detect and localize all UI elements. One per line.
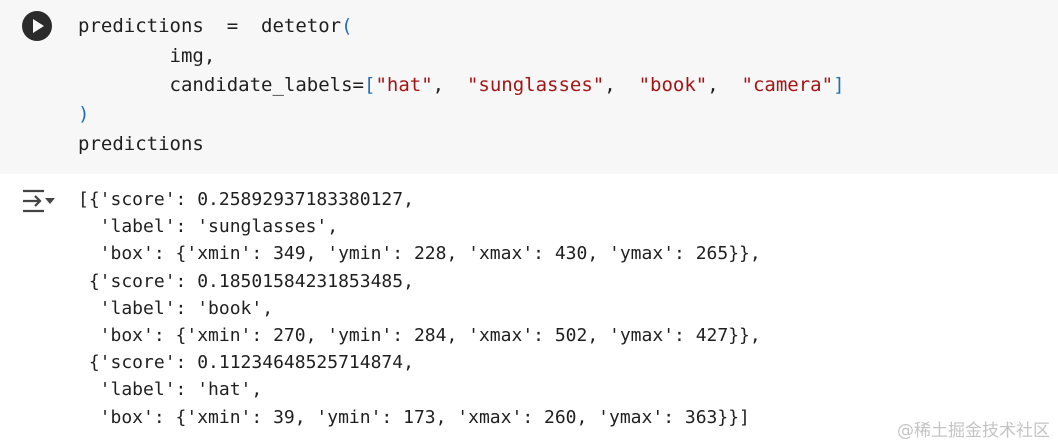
code-line-3: candidate_labels=["hat", "sunglasses", "… [78, 72, 845, 98]
code-text: , [432, 74, 467, 96]
output-toggle-button[interactable] [20, 186, 58, 216]
code-string: "camera" [741, 74, 834, 96]
code-bracket: [ [363, 74, 376, 96]
output-toggle-icon [23, 189, 55, 213]
output-line: 'box': {'xmin': 39, 'ymin': 173, 'xmax':… [78, 406, 750, 428]
code-line-2: img, [78, 45, 216, 67]
code-text: , [707, 74, 742, 96]
code-line-1: predictions = detetor( [78, 13, 353, 39]
output-line: 'label': 'hat', [78, 379, 263, 401]
code-line-4: ) [78, 103, 90, 125]
output-line: 'box': {'xmin': 270, 'ymin': 284, 'xmax'… [78, 325, 761, 346]
play-icon [33, 19, 44, 33]
code-string: "sunglasses" [466, 74, 605, 96]
code-editor[interactable]: predictions = detetor( img, candidate_la… [0, 0, 1058, 174]
cell-output [0, 174, 1058, 443]
output-line: {'score': 0.11234648525714874, [78, 352, 414, 374]
code-text: , [604, 74, 639, 96]
code-bracket: ] [833, 74, 845, 96]
code-line-5: predictions [78, 133, 204, 155]
output-line: 'label': 'book', [78, 297, 274, 319]
output-line: 'label': 'sunglasses', [78, 216, 339, 238]
code-string: "book" [638, 74, 708, 96]
output-line: [{'score': 0.25892937183380127, [78, 189, 414, 210]
output-line: {'score': 0.18501584231853485, [78, 270, 414, 292]
output-line: 'box': {'xmin': 349, 'ymin': 228, 'xmax'… [78, 243, 761, 265]
code-string: "hat" [375, 74, 433, 96]
watermark: @稀土掘金技术社区 [897, 421, 1050, 441]
code-text: candidate_labels= [78, 74, 364, 96]
run-cell-button[interactable] [22, 11, 52, 41]
code-paren: ( [341, 15, 353, 37]
code-text: predictions = detetor [78, 15, 342, 37]
